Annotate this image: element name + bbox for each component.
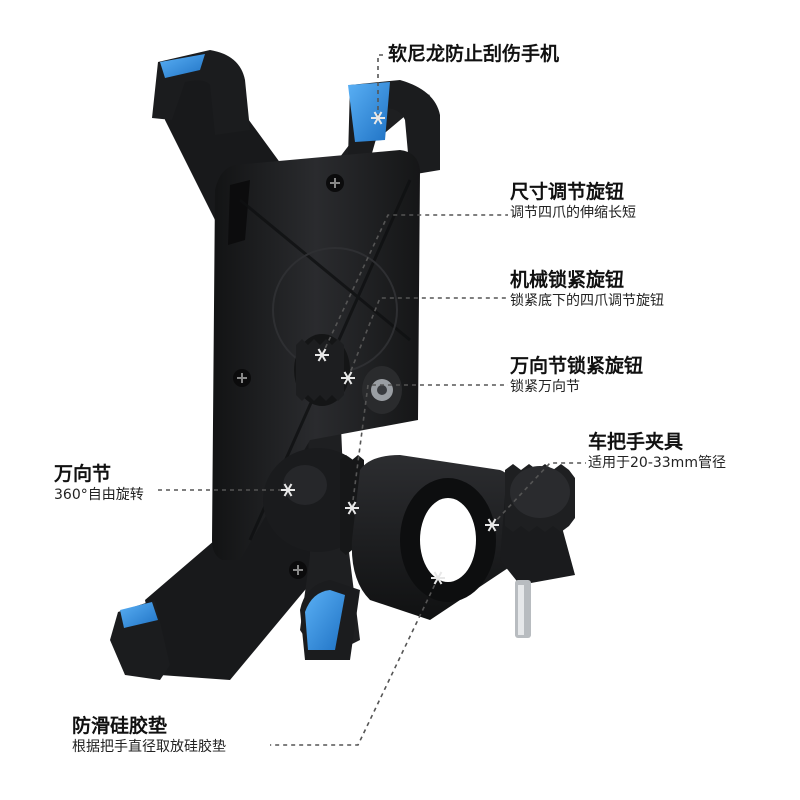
callout-universal-joint: 万向节 360°自由旋转 xyxy=(54,462,144,505)
leader-lines xyxy=(158,54,586,746)
callout-size-knob: 尺寸调节旋钮 调节四爪的伸缩长短 xyxy=(510,180,636,223)
callout-anti-slip-title: 防滑硅胶垫 xyxy=(72,715,168,737)
size-adjust-knob xyxy=(294,334,350,406)
handlebar-clamp xyxy=(351,455,575,638)
callout-anti-slip-desc: 根据把手直径取放硅胶垫 xyxy=(72,739,226,755)
lock-knob xyxy=(362,366,402,414)
callout-mech-lock-desc: 锁紧底下的四爪调节旋钮 xyxy=(510,293,664,309)
callout-joint-lock-desc: 锁紧万向节 xyxy=(510,379,580,395)
claw-top-left xyxy=(152,50,250,135)
callout-universal-joint-desc: 360°自由旋转 xyxy=(54,487,144,503)
callout-clamp-desc: 适用于20-33mm管径 xyxy=(588,455,726,471)
callout-nylon-title: 软尼龙防止刮伤手机 xyxy=(388,43,560,65)
callout-markers xyxy=(281,111,499,585)
clamp-knob xyxy=(505,464,575,532)
claw-bottom-left xyxy=(110,600,170,680)
callout-joint-lock-title: 万向节锁紧旋钮 xyxy=(510,355,644,377)
callout-size-knob-desc: 调节四爪的伸缩长短 xyxy=(510,205,636,221)
callout-nylon: 软尼龙防止刮伤手机 xyxy=(388,42,559,66)
callout-universal-joint-title: 万向节 xyxy=(54,463,112,485)
callout-anti-slip: 防滑硅胶垫 根据把手直径取放硅胶垫 xyxy=(72,714,226,757)
callout-joint-lock: 万向节锁紧旋钮 锁紧万向节 xyxy=(510,354,643,397)
callout-clamp-title: 车把手夹具 xyxy=(588,431,684,453)
callout-mech-lock: 机械锁紧旋钮 锁紧底下的四爪调节旋钮 xyxy=(510,268,664,311)
callout-clamp: 车把手夹具 适用于20-33mm管径 xyxy=(588,430,726,473)
callout-size-knob-title: 尺寸调节旋钮 xyxy=(510,181,625,203)
claw-bottom-right xyxy=(300,580,360,660)
claw-top-right xyxy=(348,80,440,175)
callout-mech-lock-title: 机械锁紧旋钮 xyxy=(510,269,625,291)
